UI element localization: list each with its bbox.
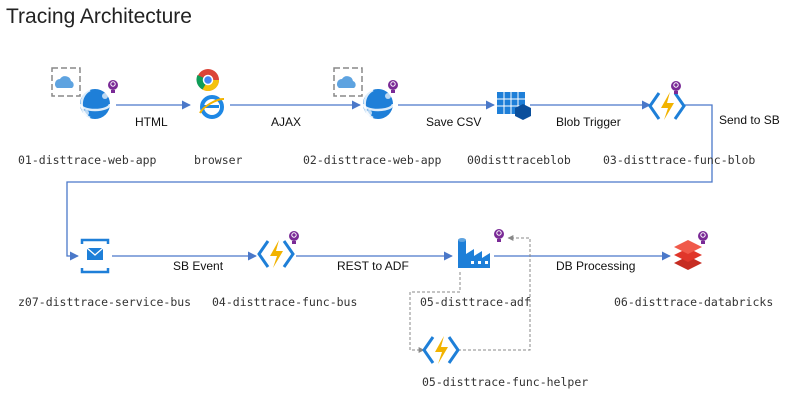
app-insights-icon: [670, 80, 682, 95]
node-label: 05-disttrace-adf: [420, 295, 531, 309]
node-func-bus: 04-disttrace-func-bus: [212, 230, 357, 309]
edge-helper-to-adf: [458, 235, 531, 351]
node-databricks: 06-disttrace-databricks: [614, 230, 773, 309]
node-service-bus: z07-disttrace-service-bus: [18, 238, 191, 309]
app-insights-icon: [697, 230, 709, 245]
edge-adf-to-helper: [409, 272, 461, 353]
function-bolt-icon: [257, 238, 295, 270]
node-label: z07-disttrace-service-bus: [18, 295, 191, 309]
app-insights-icon: [288, 230, 300, 245]
service-bus-icon: [80, 238, 110, 274]
edge-send-to-sb: [66, 104, 713, 261]
app-service-plan-icon: [333, 67, 363, 97]
app-service-plan-icon: [51, 67, 81, 97]
node-label: 02-disttrace-web-app: [303, 153, 442, 167]
node-func-blob: 03-disttrace-func-blob: [603, 80, 755, 167]
node-blob: 00disttraceblob: [467, 92, 571, 167]
app-insights-icon: [493, 228, 505, 243]
edge-label-blob-trigger: Blob Trigger: [556, 115, 621, 129]
databricks-icon: [674, 240, 702, 270]
internet-explorer-icon: [199, 95, 225, 119]
node-adf: 05-disttrace-adf: [420, 228, 531, 309]
node-label: 04-disttrace-func-bus: [212, 295, 357, 309]
edge-label-db-processing: DB Processing: [556, 259, 635, 273]
app-service-globe-icon: [78, 87, 112, 121]
app-service-globe-icon: [361, 87, 395, 121]
node-label: 00disttraceblob: [467, 153, 571, 167]
edge-label-html: HTML: [135, 115, 168, 129]
edge-label-sb-event: SB Event: [173, 259, 224, 273]
edge-label-ajax: AJAX: [271, 115, 301, 129]
node-label: 06-disttrace-databricks: [614, 295, 773, 309]
node-label: 03-disttrace-func-blob: [603, 153, 755, 167]
edge-label-save-csv: Save CSV: [426, 115, 481, 129]
function-bolt-icon: [422, 334, 460, 366]
edge-label-rest-to-adf: REST to ADF: [337, 259, 409, 273]
node-label: 01-disttrace-web-app: [18, 153, 157, 167]
node-label: 05-disttrace-func-helper: [422, 375, 588, 389]
diagram-title: Tracing Architecture: [6, 5, 192, 28]
node-browser: browser: [194, 69, 243, 167]
node-web-app-1: 01-disttrace-web-app: [18, 67, 157, 167]
function-bolt-icon: [648, 90, 686, 122]
node-web-app-2: 02-disttrace-web-app: [303, 67, 442, 167]
edge-label-send-to-sb: Send to SB: [719, 113, 780, 127]
chrome-icon: [196, 69, 219, 91]
node-func-helper: 05-disttrace-func-helper: [422, 334, 588, 389]
node-label: browser: [194, 153, 243, 167]
app-insights-icon: [107, 79, 119, 94]
data-factory-icon: [458, 238, 490, 268]
blob-storage-icon: [497, 92, 531, 120]
app-insights-icon: [387, 79, 399, 94]
